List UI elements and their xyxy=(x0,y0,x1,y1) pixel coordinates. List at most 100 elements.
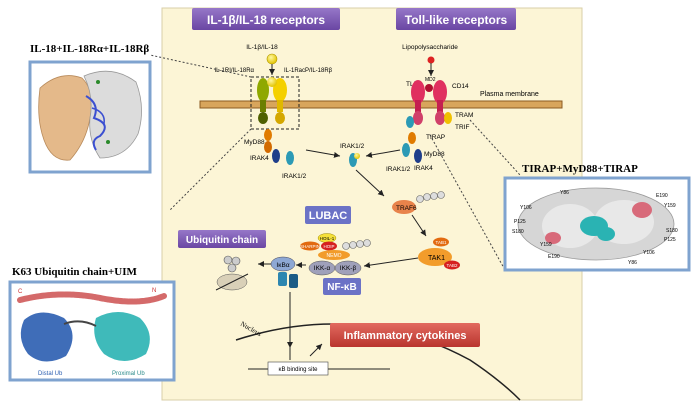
res-y159-b: Y159 xyxy=(664,203,676,209)
irak12-right-label: IRAK1/2 xyxy=(386,166,411,173)
proteasome xyxy=(215,255,249,291)
tram-molecule xyxy=(444,112,452,124)
irak12-center-label: IRAK1/2 xyxy=(340,143,365,150)
il18-structure-image xyxy=(38,70,142,161)
kb-binding-site-label: κB binding site xyxy=(278,367,318,373)
lubac-ubiquitin xyxy=(342,239,371,250)
nfkb-p50 xyxy=(289,274,298,288)
tlr-header xyxy=(396,8,516,30)
trif-label: TRIF xyxy=(455,124,469,131)
res-p125-b: P125 xyxy=(664,237,676,243)
cytokines-box xyxy=(330,323,480,347)
plasma-membrane xyxy=(199,100,563,109)
tak1-molecule xyxy=(418,248,452,266)
ikkb-molecule xyxy=(334,260,362,276)
traf6-label: TRAF6 xyxy=(396,205,417,212)
tirap-molecule xyxy=(406,116,414,128)
lps-molecule xyxy=(427,56,435,64)
il1-receptors-title: IL-1β/IL-18 receptors xyxy=(207,13,325,27)
hoip-molecule xyxy=(321,241,337,251)
tram-label: TRAM xyxy=(455,112,473,119)
arrow-to-cytokines xyxy=(309,343,323,357)
res-y159-a: Y159 xyxy=(540,242,552,248)
irak12-left xyxy=(286,151,294,165)
tab1-label: TAB1 xyxy=(436,240,447,245)
k63-inset-title: K63 Ubiquitin chain+UIM xyxy=(12,266,137,278)
irak12-center-phospho xyxy=(354,153,360,159)
res-e190-a: E190 xyxy=(548,254,560,260)
arrow-to-traf6 xyxy=(355,169,385,197)
tab1-molecule xyxy=(433,237,449,247)
res-e190-b: E190 xyxy=(656,193,668,199)
il1racp-label: IL-1RacP/IL-18Rβ xyxy=(284,68,333,74)
proximal-ub-label: Proximal Ub xyxy=(112,371,145,377)
sharpin-molecule xyxy=(300,241,320,251)
hoip-label: HOIP xyxy=(323,244,334,249)
irak12-right xyxy=(402,143,410,157)
il18-inset-title: IL-18+IL-18Rα+IL-18Rβ xyxy=(30,43,149,55)
nfkb-p65 xyxy=(278,272,287,286)
connector-tirap-bottom xyxy=(429,134,506,271)
res-p125-a: P125 xyxy=(514,219,526,225)
il1-receptors-header xyxy=(192,8,340,30)
il1racp-tir xyxy=(275,112,285,124)
irak4-right-label: IRAK4 xyxy=(414,165,433,172)
irak4-left xyxy=(272,149,280,163)
md2-label: MD2 xyxy=(425,77,436,83)
nemo-molecule xyxy=(318,250,350,260)
connector-tirap-top xyxy=(469,119,521,176)
res-y106-b: Y106 xyxy=(643,250,655,256)
lubac-title: LUBAC xyxy=(309,210,348,222)
arrow-right-to-center xyxy=(365,149,401,158)
il1-ligand-label: IL-1β/IL-18 xyxy=(246,44,278,51)
tlr4-tm-b xyxy=(437,100,443,112)
irak12-left-label: IRAK1/2 xyxy=(282,173,307,180)
sharpin-label: SHARPIN xyxy=(300,244,320,249)
tlr4-tir-a xyxy=(413,111,423,125)
tirap-label: TIRAP xyxy=(426,134,445,141)
k63-structure-image xyxy=(17,291,167,362)
membrane-label: Plasma membrane xyxy=(480,91,539,98)
myd88-right-label: MyD88 xyxy=(424,151,445,158)
tab2-label: TAB2 xyxy=(447,263,458,268)
tlr4-receptor-b xyxy=(433,80,447,104)
tlr4-tir-b xyxy=(435,111,445,125)
myd88-right xyxy=(408,132,416,144)
irak4-left-label: IRAK4 xyxy=(250,155,269,162)
lps-label: Lipopolysaccharide xyxy=(402,44,458,51)
il1ri-label: IL-1RI/IL-18Rα xyxy=(215,68,255,74)
md2-molecule xyxy=(425,84,433,92)
tab2-molecule xyxy=(444,260,460,270)
res-y86-b: Y86 xyxy=(628,260,637,266)
il1ri-tir xyxy=(258,112,268,124)
hoil1-label: HOIL-1 xyxy=(320,236,335,241)
irak4-right xyxy=(414,149,422,163)
res-y106-a: Y106 xyxy=(520,205,532,211)
n-terminus-label: N xyxy=(152,288,156,294)
nemo-label: NEMO xyxy=(327,253,342,259)
res-s180-a: S180 xyxy=(512,229,524,235)
kb-binding-site-box xyxy=(267,361,329,376)
arrow-left-to-center xyxy=(305,149,341,158)
nfkb-title: NF-κB xyxy=(327,282,356,293)
ikka-label: IKK-α xyxy=(314,265,331,272)
res-s180-b: S180 xyxy=(666,228,678,234)
arrow-to-tak1 xyxy=(411,214,427,237)
tak1-label: TAK1 xyxy=(428,255,445,262)
connector-il18-top xyxy=(149,54,252,78)
myd88-left-label: MyD88 xyxy=(244,139,265,146)
il1-ligand xyxy=(266,53,278,65)
tlr4-tm-a xyxy=(415,100,421,112)
il1racp-transmembrane xyxy=(277,100,283,112)
distal-ub-label: Distal Ub xyxy=(38,371,63,377)
nfkb-box xyxy=(323,278,361,295)
ubiquitin-chain-header xyxy=(178,230,266,248)
ikba-label: IκBα xyxy=(276,262,289,269)
il1-bound-ligand xyxy=(267,77,277,87)
cd14-label: CD14 xyxy=(452,83,469,90)
res-y86-a: Y86 xyxy=(560,190,569,196)
tlr4-receptor-a xyxy=(411,80,425,104)
tlr-title: Toll-like receptors xyxy=(405,13,508,27)
il1ri-receptor xyxy=(257,78,269,102)
